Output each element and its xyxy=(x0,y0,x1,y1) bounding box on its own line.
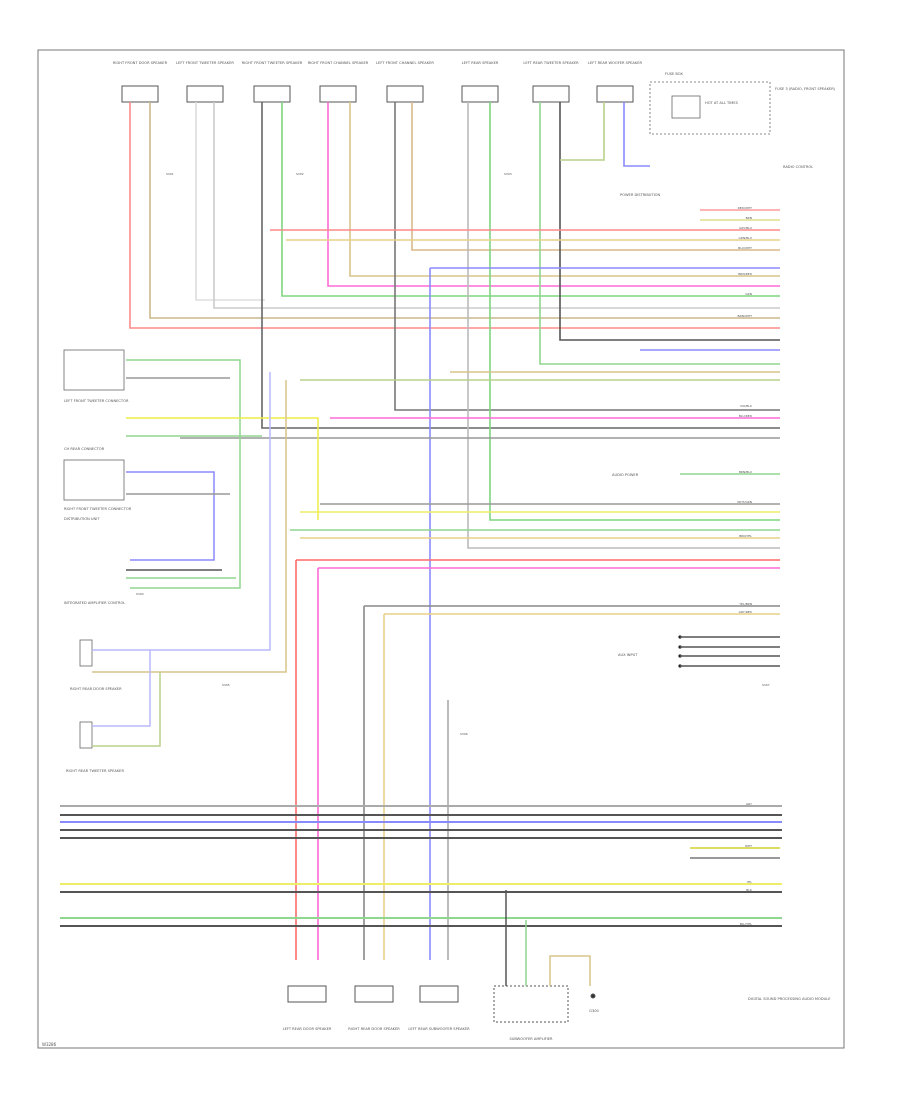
splice: S306 xyxy=(460,732,468,736)
left-wires xyxy=(92,359,319,747)
label-hot: HOT AT ALL TIMES xyxy=(705,101,739,105)
top-speakers xyxy=(121,85,634,103)
wire-label: YEL/BRN xyxy=(739,602,752,606)
label-lr-speaker: LEFT REAR SPEAKER xyxy=(462,61,499,65)
wire-label: BRN xyxy=(746,216,752,220)
wire-label: GRN xyxy=(745,292,752,296)
splice-labels: S301 S302 S303 S304 S305 S306 S307 xyxy=(136,172,770,736)
wire-label: GRY/RED xyxy=(739,610,753,614)
wire-label: BRN/RED xyxy=(738,272,752,276)
wire-label: BLU/WHT xyxy=(738,246,752,250)
label-fuse-block: FUSE 3 (RADIO, FRONT SPEAKER) xyxy=(775,87,836,91)
top-speaker-labels: RIGHT FRONT DOOR SPEAKER LEFT FRONT TWEE… xyxy=(113,61,643,65)
label-lr-door-sp: LEFT REAR DOOR SPEAKER xyxy=(283,1027,332,1031)
label-audio-power: AUDIO POWER xyxy=(612,473,639,477)
aux-wires xyxy=(680,636,780,667)
wire-label: BLU/RED xyxy=(739,414,753,418)
label-lr-tweeter: LEFT REAR TWEETER SPEAKER xyxy=(523,61,579,65)
label-digital-audio: DIGITAL SOUND PROCESSING AUDIO MODULE xyxy=(748,997,831,1001)
label-amp-control: INTEGRATED AMPLIFIER CONTROL xyxy=(64,601,125,605)
label-rf-tweeter-conn: RIGHT FRONT TWEETER CONNECTOR xyxy=(64,507,132,511)
wire-label: BRN/BLU xyxy=(739,470,752,474)
label-lr-woof2: LEFT REAR SUBWOOFER SPEAKER xyxy=(408,1027,470,1031)
wire-label: WHT xyxy=(745,844,752,848)
label-lf-tweeter-conn: LEFT FRONT TWEETER CONNECTOR xyxy=(64,399,129,403)
label-ch-rear: CH REAR CONNECTOR xyxy=(64,447,105,451)
label-rr-door-tweeter: RIGHT REAR TWEETER SPEAKER xyxy=(66,769,124,773)
wire-label-pills: RED/WHT BRN GRY/BLU GRN/BLU BLU/WHT BRN/… xyxy=(737,206,753,926)
wire-label: BRN/YEL xyxy=(739,534,752,538)
splice: S307 xyxy=(762,683,770,687)
splice: S301 xyxy=(166,172,174,176)
right-connectors xyxy=(678,635,682,668)
label-aux-jack: AUX INPUT xyxy=(618,653,638,657)
wire-label: YEL xyxy=(747,880,753,884)
splice: S302 xyxy=(296,172,304,176)
label-fuse-box: FUSE BOX xyxy=(665,72,683,76)
bottom-wire-drops xyxy=(505,890,527,986)
label-dist-unit: DISTRIBUTION UNIT xyxy=(64,517,100,521)
label-power-dist: POWER DISTRIBUTION xyxy=(620,193,660,197)
label-rr-door-sp: RIGHT REAR DOOR SPEAKER xyxy=(348,1027,400,1031)
label-lr-woofer: LEFT REAR WOOFER SPEAKER xyxy=(588,61,642,65)
wire-label: RED/WHT xyxy=(738,206,753,210)
wire-label: BRN/WHT xyxy=(738,314,753,318)
label-lf-tweeter: LEFT FRONT TWEETER SPEAKER xyxy=(176,61,234,65)
splice: S304 xyxy=(136,592,144,596)
wire-label: GRN/BLU xyxy=(739,236,752,240)
label-rf-tweeter: RIGHT FRONT TWEETER SPEAKER xyxy=(242,61,303,65)
vertical-wires xyxy=(129,102,780,549)
label-subwoofer: SUBWOOFER AMPLIFIER xyxy=(509,1037,553,1041)
label-radio-ctrl: RADIO CONTROL xyxy=(783,165,813,169)
splice: S303 xyxy=(504,172,512,176)
footer-code: W3286 xyxy=(42,1042,57,1047)
wire-label: VIO/BLK xyxy=(740,404,753,408)
diagram-border xyxy=(37,49,845,1049)
label-lr-door-speaker: RIGHT REAR DOOR SPEAKER xyxy=(70,687,122,691)
wire-label: WHT/GRN xyxy=(737,500,752,504)
fuse-box xyxy=(649,81,771,135)
label-ground: G300 xyxy=(589,1009,599,1013)
bottom-components xyxy=(287,955,596,1023)
left-components xyxy=(63,349,125,749)
wire-label: BLU/YEL xyxy=(740,922,753,926)
bottom-bus xyxy=(60,805,782,927)
wire-label: BLK xyxy=(746,888,753,892)
label-rf-door-speaker: RIGHT FRONT DOOR SPEAKER xyxy=(113,61,168,65)
wire-label: GRY/BLU xyxy=(739,226,752,230)
wire-label: GRY xyxy=(746,802,752,806)
splice: S305 xyxy=(222,683,230,687)
label-rf-midrange: RIGHT FRONT CHANNEL SPEAKER xyxy=(308,61,369,65)
label-lf-midrange: LEFT FRONT CHANNEL SPEAKER xyxy=(376,61,434,65)
